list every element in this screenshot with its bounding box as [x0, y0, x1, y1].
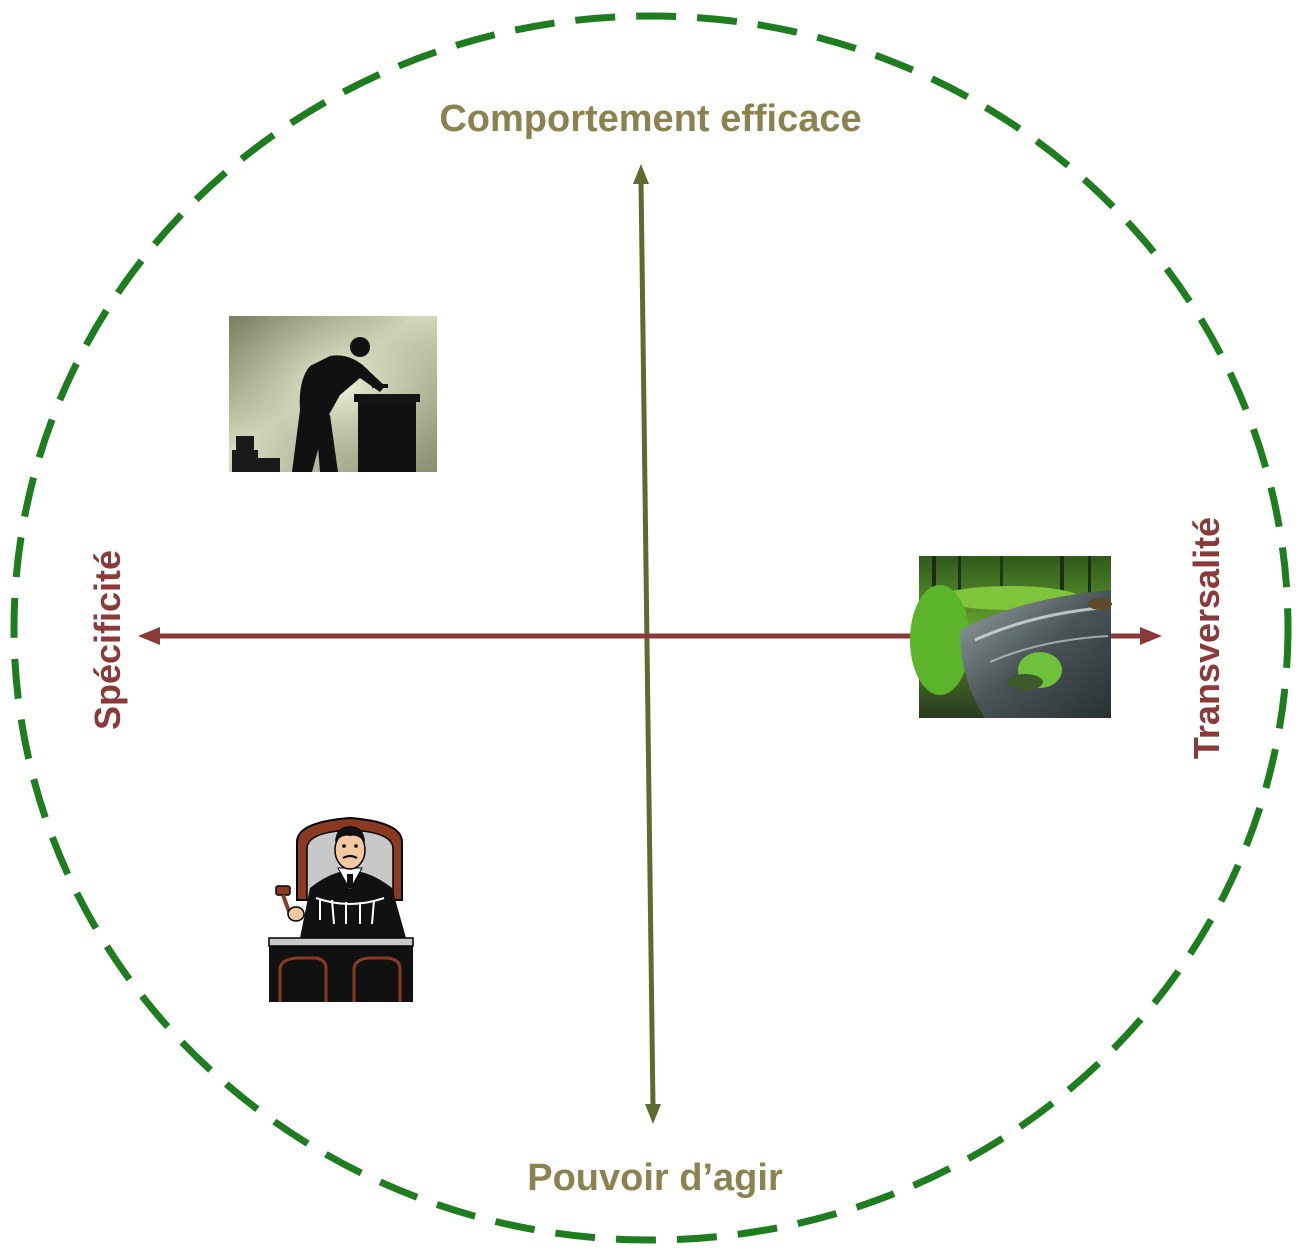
vertical-axis-arrow [633, 164, 661, 1124]
right-axis-label: Transversalité [1186, 516, 1227, 760]
bottom-axis-label: Pouvoir d’agir [527, 1157, 783, 1199]
worker-silhouette-photo [229, 316, 437, 472]
forest-stream-photo [910, 556, 1112, 718]
left-axis-label: Spécificité [87, 549, 128, 731]
dashed-boundary-circle [10, 12, 1292, 1244]
top-axis-label: Comportement efficace [439, 98, 862, 140]
judge-clipart [268, 816, 414, 1002]
